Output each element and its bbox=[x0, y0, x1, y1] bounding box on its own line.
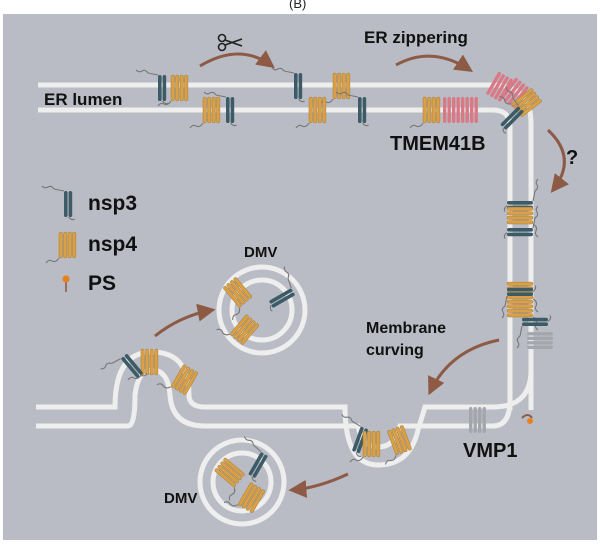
vmp1-label: VMP1 bbox=[463, 440, 518, 462]
legend-label-nsp3: nsp3 bbox=[88, 192, 138, 215]
process-arrows bbox=[154, 50, 569, 498]
dmv-vesicle-top bbox=[216, 264, 308, 356]
membrane-curving-line1: Membrane bbox=[366, 320, 447, 337]
membrane-curving-label: Membrane curving bbox=[366, 318, 446, 362]
panel-label: (B) bbox=[289, 0, 307, 11]
legend-label-ps: PS bbox=[88, 272, 117, 295]
membrane-proteins bbox=[99, 67, 553, 519]
er-lumen-label: ER lumen bbox=[44, 90, 123, 109]
ps-icon bbox=[62, 275, 70, 292]
legend-icons bbox=[41, 185, 77, 292]
diagram-background bbox=[3, 14, 597, 540]
scissors-icon bbox=[217, 33, 243, 52]
membrane-curving-line2: curving bbox=[366, 342, 424, 359]
er-zippering-label: ER zippering bbox=[364, 28, 468, 47]
ps-lipid-icon bbox=[527, 418, 533, 424]
legend-label-nsp4: nsp4 bbox=[88, 233, 138, 256]
tmem41b-label: TMEM41B bbox=[390, 133, 486, 155]
question-mark: ? bbox=[566, 147, 579, 169]
dmv-bottom-label: DMV bbox=[164, 490, 198, 507]
dmv-top-label: DMV bbox=[244, 244, 278, 261]
dmv-vesicle-bottom bbox=[197, 437, 287, 527]
